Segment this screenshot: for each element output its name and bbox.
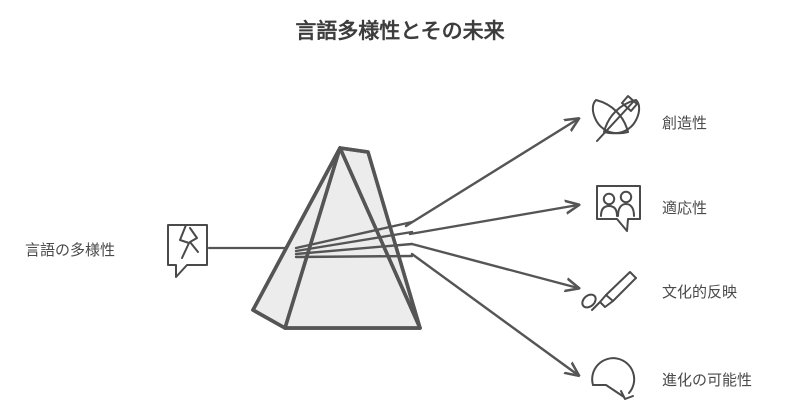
refraction-lines xyxy=(294,220,414,259)
source-label: 言語の多様性 xyxy=(25,241,115,259)
output-item-evolution[interactable]: 進化の可能性 xyxy=(591,357,752,400)
ray-to-creativity xyxy=(404,119,578,228)
output-label-creativity: 創造性 xyxy=(662,114,707,132)
output-item-culture[interactable]: 文化的反映 xyxy=(580,271,737,311)
output-label-adaptability: 適応性 xyxy=(662,199,707,217)
ray-to-adaptability xyxy=(408,205,578,236)
dispersion-rays xyxy=(404,119,578,375)
paintbrush-icon xyxy=(581,271,637,311)
ray-to-evolution xyxy=(410,252,578,375)
cracked-speech-bubble-icon xyxy=(167,224,208,278)
output-label-evolution: 進化の可能性 xyxy=(662,371,752,389)
output-item-creativity[interactable]: 創造性 xyxy=(591,95,707,142)
pen-creativity-icon xyxy=(591,95,641,142)
output-item-adaptability[interactable]: 適応性 xyxy=(596,185,707,232)
people-speech-bubble-icon xyxy=(596,185,641,232)
circular-arrow-icon xyxy=(591,357,636,400)
page-title: 言語多様性とその未来 xyxy=(295,19,505,43)
output-label-culture: 文化的反映 xyxy=(662,283,737,301)
ray-to-culture xyxy=(410,242,578,288)
